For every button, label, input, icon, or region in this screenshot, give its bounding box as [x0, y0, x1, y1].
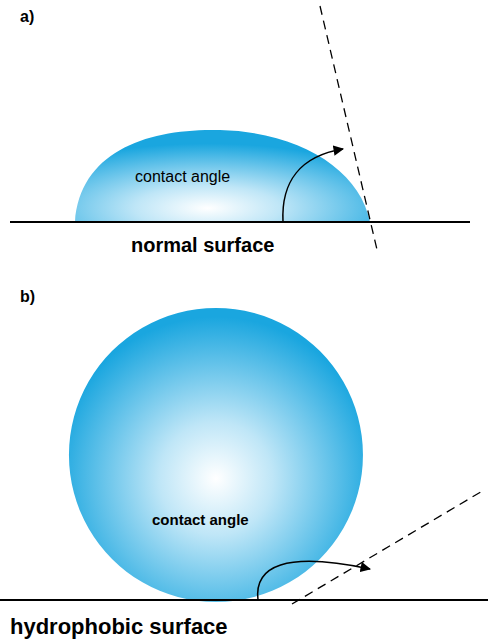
angle-label: contact angle: [152, 511, 249, 528]
angle-arc: [258, 561, 370, 600]
panel-letter: a): [20, 8, 34, 26]
tangent-line: [292, 490, 484, 604]
tangent-line: [320, 6, 378, 254]
angle-arc: [283, 149, 343, 222]
angle-label: contact angle: [135, 168, 230, 186]
surface-line: [10, 221, 470, 223]
water-droplet: contact angle: [68, 308, 364, 600]
droplet-fill: [75, 130, 370, 222]
surface-caption: hydrophobic surface: [10, 614, 228, 639]
droplet-fill: [69, 308, 363, 602]
water-droplet: contact angle: [75, 128, 370, 222]
panel-letter: b): [20, 288, 35, 306]
droplet-shape: [68, 308, 364, 600]
surface-caption: normal surface: [131, 234, 274, 257]
surface-line: [0, 599, 488, 601]
